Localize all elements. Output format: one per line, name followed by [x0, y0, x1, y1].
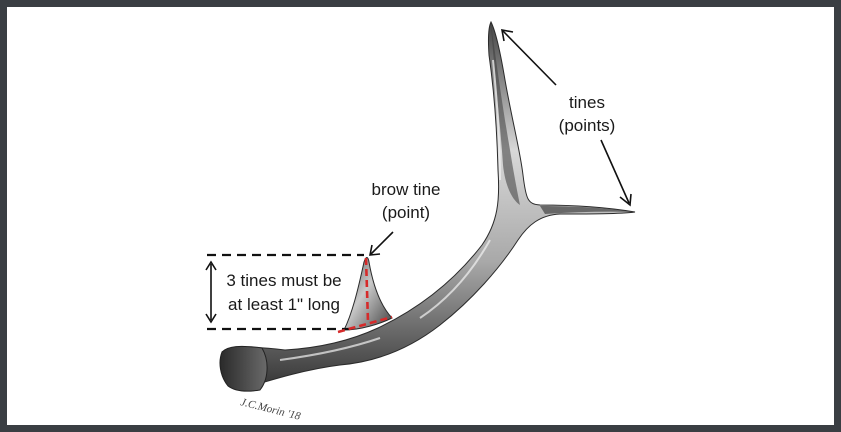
measure-bracket: [207, 255, 364, 329]
brow-tine-label-line2: (point): [382, 203, 430, 222]
tines-arrow-top: [502, 30, 556, 85]
rule-label-line1: 3 tines must be: [226, 271, 341, 290]
tines-label-line1: tines: [569, 93, 605, 112]
tines-label-line2: (points): [559, 116, 616, 135]
artist-signature: J.C.Morin '18: [239, 396, 302, 423]
rule-label-line2: at least 1" long: [228, 295, 340, 314]
brow-tine-arrow: [370, 232, 393, 255]
tines-arrow-side: [601, 140, 631, 205]
antler-burr: [220, 346, 267, 391]
brow-tine-label-line1: brow tine: [372, 180, 441, 199]
measure-double-arrow: [206, 262, 216, 322]
